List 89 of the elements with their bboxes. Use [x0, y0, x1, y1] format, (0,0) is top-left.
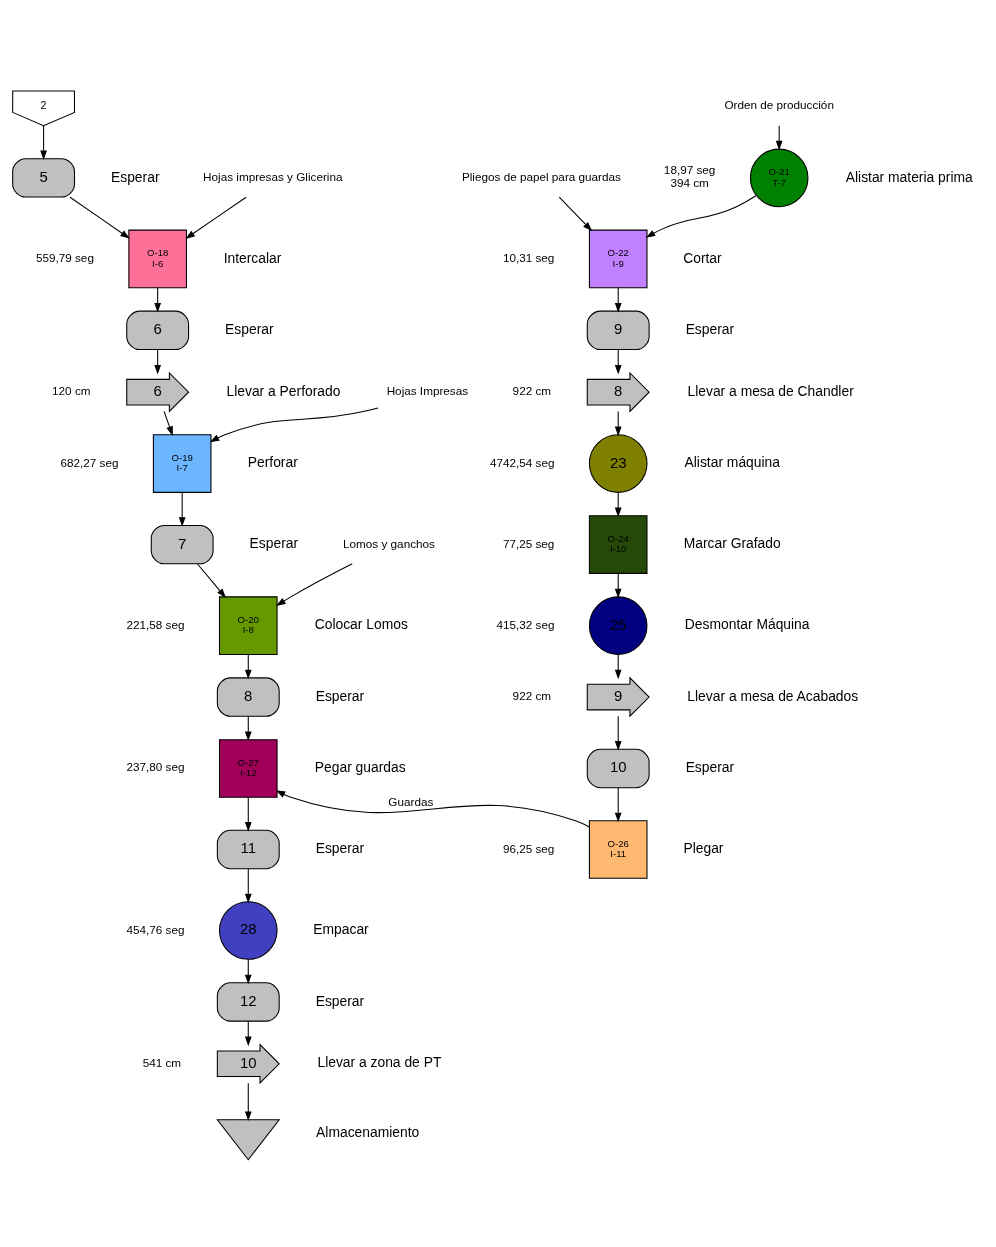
node-label: Alistar materia prima	[845, 168, 973, 185]
node-triangle	[216, 1119, 281, 1161]
node-circle: 25	[588, 596, 648, 655]
arrow	[163, 410, 173, 437]
node-box: O-27 I-12	[218, 739, 278, 798]
arrow	[614, 653, 622, 680]
node-circle: O-21 T-7	[749, 148, 809, 208]
node-circle: 23	[588, 434, 648, 493]
arrow	[244, 797, 252, 832]
node-label: 221,58 seg	[126, 617, 185, 631]
node-box: O-22 I-9	[588, 229, 648, 289]
arrow	[185, 196, 247, 239]
node-box: 8	[216, 677, 280, 717]
node-label: Pegar guardas	[314, 759, 406, 776]
arrow	[244, 868, 252, 904]
node-label: Esperar	[685, 320, 735, 337]
arrow	[244, 653, 252, 680]
node-box: 9	[586, 310, 650, 351]
node-label: 4742,54 seg	[490, 455, 555, 469]
node-label: 922 cm	[512, 384, 552, 398]
node-label: Esperar	[315, 687, 365, 704]
node-box: 10	[586, 748, 650, 789]
arrow	[775, 125, 783, 151]
arrow	[244, 715, 252, 742]
arrow	[209, 407, 379, 443]
node-label: 682,27 seg	[60, 455, 119, 469]
node-label: 10,31 seg	[502, 250, 555, 264]
node-label: 559,79 seg	[35, 250, 94, 264]
arrow	[244, 958, 252, 985]
node-label: Almacenamiento	[316, 1123, 420, 1140]
node-circle: 28	[218, 901, 278, 960]
edge-label: Guardas	[388, 794, 434, 808]
arrow	[614, 787, 622, 823]
arrow	[196, 563, 227, 599]
node-label: Marcar Grafado	[683, 535, 781, 552]
arrow	[40, 125, 47, 161]
arrow	[614, 573, 622, 599]
node-label: 541 cm	[142, 1055, 182, 1069]
node-label: Perforar	[247, 454, 298, 471]
node-label: Cortar	[683, 249, 722, 266]
node-box: O-19 I-7	[152, 434, 212, 493]
node-box: 12	[216, 982, 280, 1022]
node-label: 454,76 seg	[126, 922, 185, 936]
node-label: Llevar a mesa de Chandler	[687, 382, 854, 399]
node-label: 237,80 seg	[126, 760, 185, 774]
node-label: 415,32 seg	[496, 617, 555, 631]
node-label: Esperar	[315, 840, 365, 857]
node-label: Colocar Lomos	[314, 616, 408, 633]
node-label: 18,97 seg	[663, 163, 716, 177]
node-text: Orden de producción	[724, 98, 834, 112]
node-label: Esperar	[111, 168, 160, 185]
node-box: O-26 I-11	[588, 820, 648, 879]
node-box: 7	[150, 524, 214, 565]
arrow	[645, 195, 757, 238]
arrow	[69, 196, 130, 239]
node-box: 5	[12, 158, 76, 198]
node-box: O-24 I-10	[588, 515, 648, 574]
arrow	[178, 492, 186, 527]
node-label: 96,25 seg	[502, 841, 555, 855]
node-box: O-18 I-6	[128, 229, 187, 289]
node-label: 394 cm	[670, 176, 709, 190]
node-label: Llevar a zona de PT	[317, 1054, 442, 1071]
node-label: Esperar	[225, 320, 274, 337]
arrow	[275, 790, 590, 828]
node-label: Llevar a mesa de Acabados	[687, 687, 859, 704]
node-label: Llevar a Perforado	[226, 382, 341, 399]
node-label: Empacar	[313, 921, 369, 938]
node-label: Alistar máquina	[684, 454, 780, 471]
node-label: Esperar	[685, 759, 735, 776]
arrow	[558, 196, 593, 232]
node-label: 120 cm	[52, 384, 91, 398]
node-label: Intercalar	[223, 249, 282, 266]
node-text: Lomos y ganchos	[343, 536, 435, 550]
arrow	[614, 715, 622, 751]
node-label: Desmontar Máquina	[684, 616, 810, 633]
node-label: Plegar	[683, 840, 724, 857]
node-text: Pliegos de papel para guardas	[461, 169, 621, 183]
node-label: 922 cm	[512, 689, 552, 703]
node-box: 11	[216, 829, 280, 870]
node-label: 77,25 seg	[502, 536, 555, 550]
arrow	[276, 563, 353, 606]
arrow	[614, 410, 622, 437]
node-text: Hojas Impresas	[386, 384, 469, 398]
node-box: O-20 I-8	[218, 596, 278, 655]
arrow	[244, 1082, 252, 1122]
node-box: 6	[126, 310, 190, 351]
node-label: Esperar	[249, 535, 299, 552]
node-text: Hojas impresas y Glicerina	[203, 169, 343, 183]
node-label: Esperar	[315, 992, 365, 1009]
